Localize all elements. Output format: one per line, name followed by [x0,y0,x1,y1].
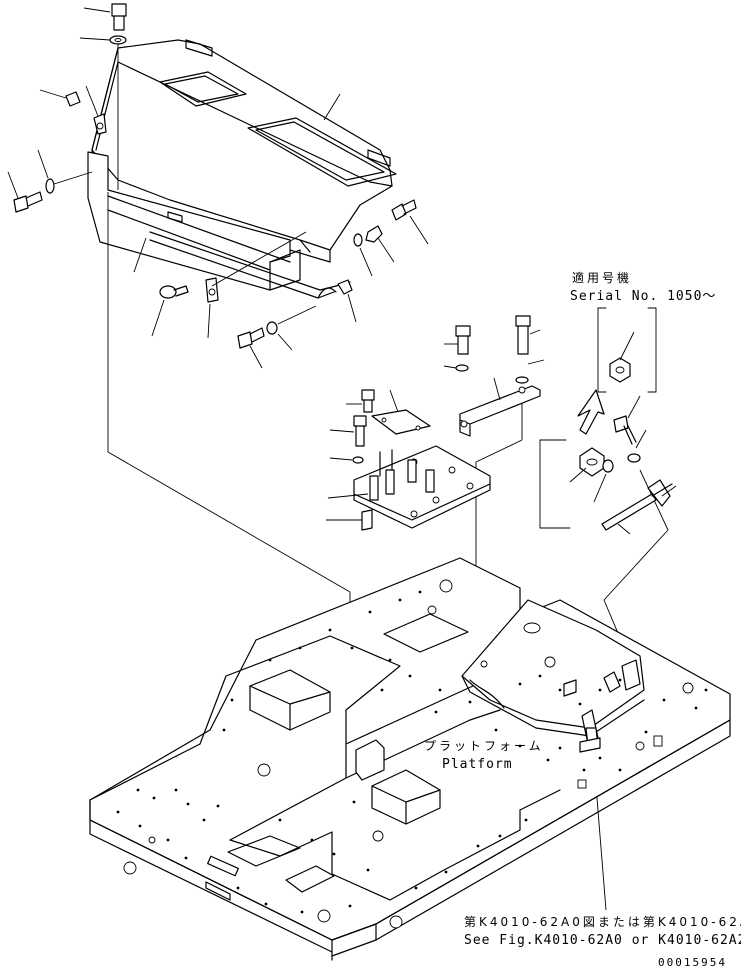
bolt-left [13,171,93,213]
mount-plate-assembly [326,389,491,531]
bolt-right-cover [353,199,417,247]
see-figure-note: 第K4010-62A0図または第K4010-62A2図参照 See Fig.K4… [464,914,741,948]
bracket-bolts-middle [443,315,545,437]
platform-label: プラットフォーム Platform [424,739,544,772]
damper-detail [539,395,677,535]
cover-bracket [87,151,351,299]
control-box-plate [461,599,645,753]
platform-label-en: Platform [442,757,513,772]
bolt-top [109,3,127,190]
serial-note: 適用号機 Serial No. 1050～ [570,270,716,435]
clip-left [65,91,107,135]
platform-dots [116,590,708,914]
serial-note-jp: 適用号機 [572,270,632,285]
drawing-number: 00015954 [658,956,727,969]
see-fig-jp: 第K4010-62A0図または第K4010-62A2図参照 [464,914,741,929]
platform-label-jp: プラットフォーム [424,739,544,753]
see-fig-en: See Fig.K4010-62A0 or K4010-62A2 [464,933,741,948]
platform [89,557,731,961]
serial-note-en: Serial No. 1050～ [570,289,716,304]
bolt-under-bracket [159,231,353,349]
callout-leaders-upper [7,7,429,369]
